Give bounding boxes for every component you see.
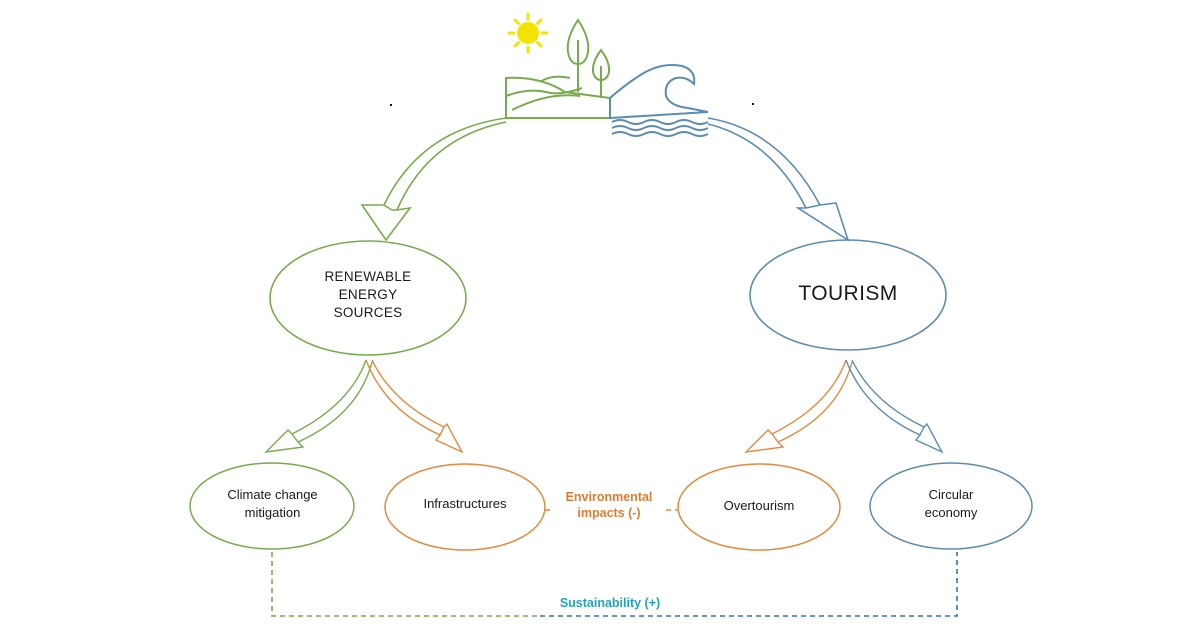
climate-change-line-1: Climate change [227,487,318,502]
landscape-icon [505,12,709,137]
arrow-landscape-to-tourism [707,117,850,242]
environmental-impacts-line-1: Environmental [565,490,653,504]
climate-change-label: Climate change mitigation [190,486,355,521]
sustainability-connector-blue [540,552,958,617]
stray-dot-left [390,104,392,106]
circular-economy-label: Circular economy [870,486,1032,521]
arrow-tourism-to-circular [845,359,944,454]
renewable-energy-label: RENEWABLE ENERGY SOURCES [270,268,466,323]
infrastructures-label: Infrastructures [423,496,507,511]
tourism-label: TOURISM [798,282,898,305]
sustainability-label: Sustainability (+) [559,596,661,610]
arrow-renewable-to-infrastructures [365,359,464,454]
environmental-impacts-line-2: impacts (-) [577,506,641,521]
wave-icon [609,64,709,137]
tree-icon [566,18,611,98]
stray-dot-right [752,103,754,105]
circular-economy-node [869,462,1033,550]
environmental-impacts-label: Environmental impacts (-) [553,489,665,522]
circular-economy-line-2: economy [924,504,978,520]
sustainability-connector-green [271,552,540,617]
renewable-energy-node [269,240,467,356]
climate-change-node [189,462,355,550]
overtourism-node [677,463,841,551]
infrastructures-node [384,463,546,551]
climate-change-line-2: mitigation [244,504,301,520]
arrow-landscape-to-renewable [360,117,507,242]
arrow-tourism-to-overtourism [744,359,853,453]
hill-icon [505,75,611,119]
tourism-node [749,239,947,351]
arrow-renewable-to-climate [264,359,373,453]
sun-icon [507,12,549,54]
overtourism-label: Overtourism [723,498,795,513]
circular-economy-line-1: Circular [928,487,974,502]
renewable-energy-line-2: ENERGY [338,287,398,303]
renewable-energy-line-1: RENEWABLE [324,269,412,284]
renewable-energy-line-3: SOURCES [333,305,403,321]
